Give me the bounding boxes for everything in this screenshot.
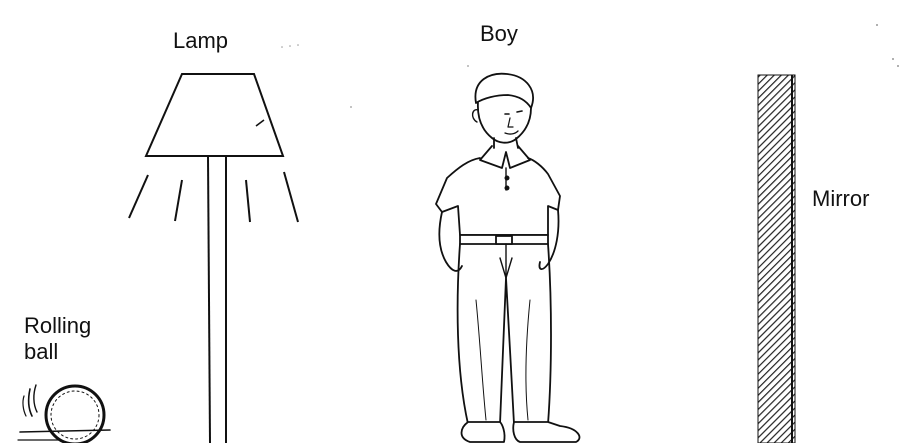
mirror-hatched-surface (757, 74, 796, 444)
floor-lamp-icon (128, 73, 299, 444)
rolling-ball-label-line1: Rolling (24, 313, 92, 338)
boy-left-shoe (460, 421, 506, 443)
lamp-pole-left (207, 155, 211, 444)
shirt-collar (479, 145, 531, 169)
boy-right-shoe (512, 421, 581, 443)
lamp-label: Lamp (173, 28, 229, 53)
scan-specks (281, 24, 899, 108)
lamp-shade (144, 73, 285, 157)
boy-shirt (435, 157, 561, 236)
boy-label: Boy (480, 21, 518, 46)
rolling-ball-label: Rolling ball (24, 313, 91, 365)
wall-mirror (757, 74, 796, 444)
boy-right-arm (538, 209, 560, 270)
light-rays-icon (128, 171, 299, 223)
mirror-label: Mirror (812, 186, 870, 211)
rolling-ball-icon (17, 384, 111, 446)
boy-face (477, 101, 532, 144)
standing-boy-figure (435, 72, 581, 443)
rolling-ball-label-line2: ball (24, 339, 59, 364)
